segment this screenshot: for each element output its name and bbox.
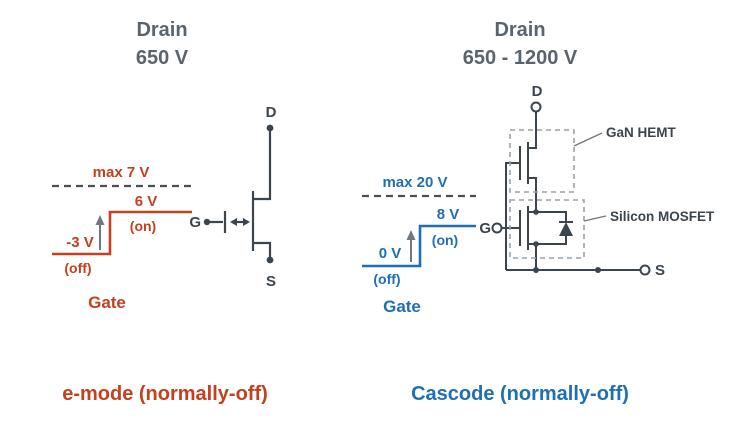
mosfet-pointer-line	[583, 215, 607, 222]
mosfet-annotation: Silicon MOSFET	[610, 209, 715, 224]
emode-transistor-symbol	[203, 124, 274, 264]
drain-lead	[253, 128, 272, 201]
left-step-waveform	[52, 210, 192, 256]
rail-junction-dot	[533, 267, 539, 273]
right-max-voltage-label: max 20 V	[382, 174, 447, 191]
source-terminal-circle	[639, 264, 651, 276]
left-terminal-g-label: G	[189, 214, 201, 231]
gate-arrowhead-right	[243, 218, 250, 226]
cascode-circuit	[491, 101, 651, 276]
left-terminal-s-label: S	[266, 273, 276, 290]
drain-terminal-circle	[530, 101, 542, 113]
right-step-waveform	[362, 224, 476, 268]
left-off-voltage-label: -3 V	[66, 234, 94, 251]
right-off-state-label: (off)	[373, 271, 400, 287]
rail-node-dot	[595, 267, 601, 273]
source-junction-dot	[533, 241, 539, 247]
drain-junction-dot	[533, 209, 539, 215]
right-terminal-s-label: S	[655, 262, 665, 279]
right-caption: Cascode (normally-off)	[411, 383, 629, 405]
left-caption: e-mode (normally-off)	[62, 383, 268, 405]
right-step-up-arrowhead	[406, 230, 416, 240]
left-on-state-label: (on)	[130, 218, 156, 234]
left-heading-voltage: 650 V	[136, 47, 189, 69]
drain-node-dot	[266, 124, 274, 132]
right-on-voltage-label: 8 V	[437, 206, 460, 223]
gan-hemt-dashed-box	[509, 129, 575, 193]
left-terminal-d-label: D	[266, 104, 277, 121]
left-gate-waveform: max 7 V -3 V (off) 6 V (on) Gate	[52, 164, 192, 312]
left-step-up-arrowhead	[95, 215, 105, 225]
right-section: Drain 650 - 1200 V max 20 V 0 V (off) 8 …	[362, 19, 715, 405]
right-terminal-d-label: D	[532, 83, 543, 100]
cascode-drain-lead	[528, 111, 537, 149]
left-on-voltage-label: 6 V	[135, 193, 158, 210]
mosfet-source-lead	[528, 243, 537, 270]
right-terminal-g-label: G	[479, 220, 491, 237]
hemt-source-lead	[528, 177, 537, 212]
right-gate-axis-label: Gate	[383, 297, 421, 316]
left-max-voltage-label: max 7 V	[93, 164, 150, 181]
body-diode-bottom-branch	[536, 236, 567, 245]
source-node-dot	[266, 256, 274, 264]
gate-arrowhead-left	[230, 218, 237, 226]
gate-node-dot	[203, 218, 211, 226]
left-heading-drain: Drain	[136, 19, 187, 41]
hemt-gate-to-source-line	[505, 162, 520, 270]
left-off-state-label: (off)	[64, 260, 91, 276]
right-gate-waveform: max 20 V 0 V (off) 8 V (on) Gate	[362, 174, 476, 316]
body-diode-top-branch	[536, 211, 567, 222]
mosfet-dashed-box	[509, 199, 585, 259]
left-section: Drain 650 V max 7 V -3 V (off) 6 V (on) …	[52, 19, 277, 405]
body-diode-triangle	[559, 222, 573, 236]
right-on-state-label: (on)	[432, 232, 458, 248]
gan-hemt-annotation: GaN HEMT	[606, 125, 677, 140]
gate-terminal-circle	[491, 222, 503, 234]
gan-hemt-pointer-line	[573, 132, 603, 147]
right-heading-voltage: 650 - 1200 V	[463, 47, 578, 69]
right-off-voltage-label: 0 V	[379, 245, 402, 262]
right-heading-drain: Drain	[494, 19, 545, 41]
source-lead	[253, 241, 272, 258]
left-gate-axis-label: Gate	[88, 293, 126, 312]
